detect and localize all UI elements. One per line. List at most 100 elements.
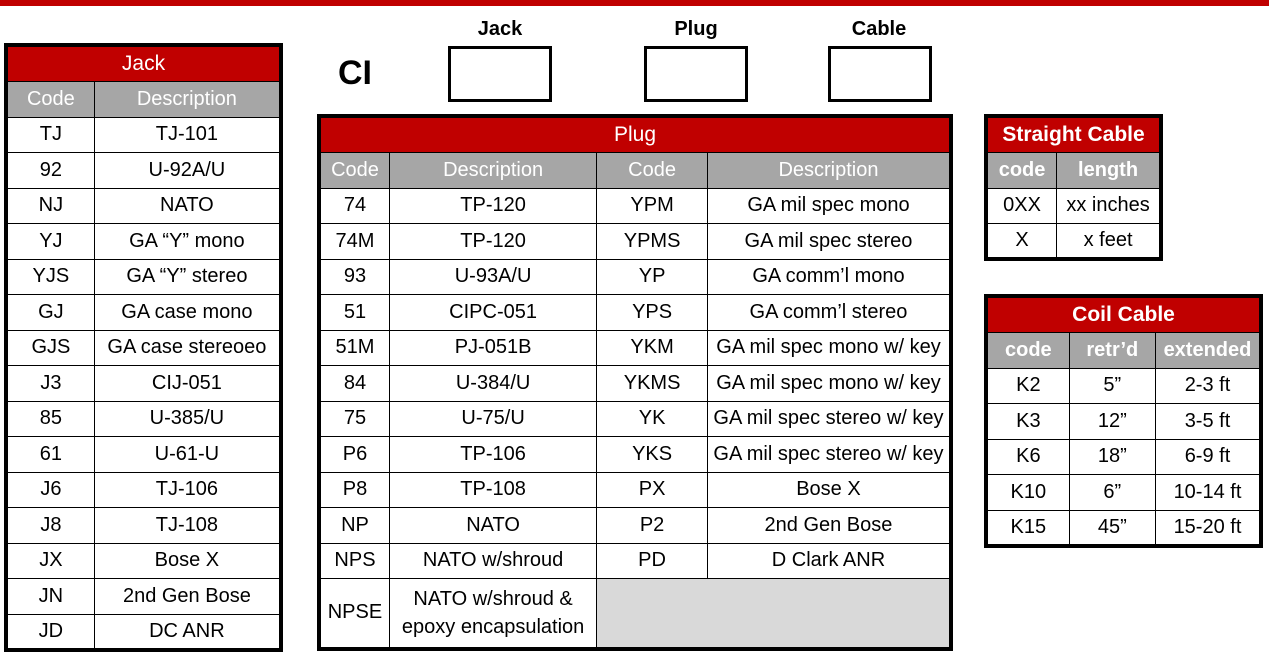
coil-retracted-cell: 12” [1068, 403, 1156, 440]
jack-code-cell: TJ [5, 116, 95, 153]
coil-cable-title: Coil Cable [985, 295, 1262, 333]
jack-description-cell: TJ-106 [93, 471, 282, 508]
jack-description-cell: GA “Y” mono [93, 223, 282, 260]
plug-description-cell: D Clark ANR [706, 542, 952, 579]
jack-description-cell: TJ-101 [93, 116, 282, 153]
coil-retracted-cell: 18” [1068, 438, 1156, 475]
straight-code-cell: X [985, 223, 1058, 260]
plug-code-box[interactable] [644, 46, 748, 102]
plug-code-cell: 84 [318, 365, 390, 402]
jack-col-code: Code [5, 80, 95, 118]
plug-description-cell: GA comm’l mono [706, 258, 952, 295]
straight-code-cell: 0XX [985, 187, 1058, 224]
plug-description-npse-line1: NATO w/shroud & [413, 587, 573, 610]
plug-code-cell: 93 [318, 258, 390, 295]
plug-code-cell: PX [596, 471, 708, 508]
plug-description-cell: NATO w/shroud [388, 542, 598, 579]
plug-description-cell: NATO [388, 507, 598, 544]
plug-code-cell: 51 [318, 294, 390, 331]
coil-code-cell: K6 [985, 438, 1070, 475]
plug-code-cell: YPMS [596, 223, 708, 260]
plug-description-cell: 2nd Gen Bose [706, 507, 952, 544]
plug-col-code-2: Code [596, 151, 708, 189]
cable-code-box[interactable] [828, 46, 932, 102]
coil-col-code: code [985, 331, 1070, 369]
plug-code-cell: YKM [596, 329, 708, 366]
plug-code-cell: 75 [318, 400, 390, 437]
coil-col-extended: extended [1154, 331, 1262, 369]
straight-cable-title: Straight Cable [985, 115, 1162, 153]
jack-code-cell: 61 [5, 436, 95, 473]
plug-description-cell: TP-108 [388, 471, 598, 508]
coil-code-cell: K15 [985, 509, 1070, 546]
coil-extended-cell: 2-3 ft [1154, 367, 1262, 404]
top-accent-bar [0, 0, 1269, 6]
jack-description-cell: GA “Y” stereo [93, 258, 282, 295]
plug-code-npse: NPSE [318, 578, 390, 649]
plug-description-cell: GA mil spec mono [706, 187, 952, 224]
jack-code-cell: YJS [5, 258, 95, 295]
coil-extended-cell: 10-14 ft [1154, 474, 1262, 511]
coil-code-cell: K3 [985, 403, 1070, 440]
plug-table-title: Plug [318, 115, 952, 153]
jack-description-cell: TJ-108 [93, 507, 282, 544]
jack-description-cell: GA case stereoeo [93, 329, 282, 366]
plug-code-cell: 51M [318, 329, 390, 366]
jack-code-cell: J6 [5, 471, 95, 508]
plug-code-cell: P6 [318, 436, 390, 473]
straight-col-code: code [985, 151, 1058, 189]
jack-description-cell: CIJ-051 [93, 365, 282, 402]
plug-col-code-1: Code [318, 151, 390, 189]
plug-code-cell: YK [596, 400, 708, 437]
jack-code-cell: J8 [5, 507, 95, 544]
jack-code-cell: 85 [5, 400, 95, 437]
straight-length-cell: xx inches [1056, 187, 1162, 224]
plug-code-cell: 74M [318, 223, 390, 260]
jack-code-cell: JN [5, 578, 95, 615]
plug-code-cell: YPM [596, 187, 708, 224]
jack-code-cell: J3 [5, 365, 95, 402]
plug-code-cell: NP [318, 507, 390, 544]
plug-description-npse-line2: epoxy encapsulation [401, 615, 585, 638]
straight-length-cell: x feet [1056, 223, 1162, 260]
jack-code-cell: NJ [5, 187, 95, 224]
jack-description-cell: U-92A/U [93, 152, 282, 189]
plug-description-cell: GA mil spec stereo w/ key [706, 436, 952, 473]
plug-description-cell: GA mil spec stereo [706, 223, 952, 260]
jack-description-cell: U-385/U [93, 400, 282, 437]
plug-code-cell: PD [596, 542, 708, 579]
plug-description-cell: TP-120 [388, 223, 598, 260]
coil-code-cell: K2 [985, 367, 1070, 404]
plug-empty-cell [596, 578, 952, 649]
jack-code-box[interactable] [448, 46, 552, 102]
plug-description-cell: GA mil spec mono w/ key [706, 329, 952, 366]
plug-description-cell: U-384/U [388, 365, 598, 402]
plug-description-cell: GA mil spec mono w/ key [706, 365, 952, 402]
plug-code-cell: YKMS [596, 365, 708, 402]
